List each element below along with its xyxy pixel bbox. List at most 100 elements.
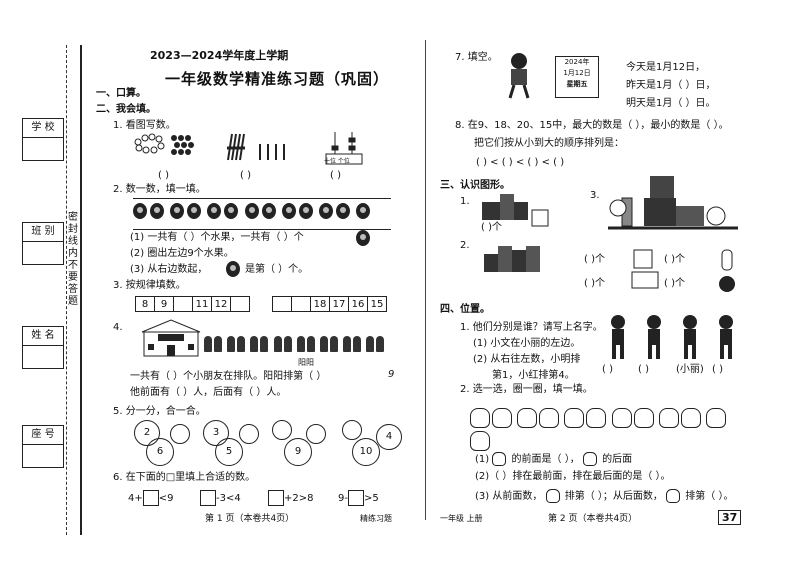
seq-cell: 9 bbox=[154, 296, 174, 312]
seq-cell: 12 bbox=[211, 296, 231, 312]
sequence-1: 8 9 11 12 bbox=[135, 296, 250, 312]
sheep-icon bbox=[633, 408, 654, 428]
year-line: 2023—2024学年度上学期 bbox=[150, 49, 289, 62]
fruit-icon bbox=[261, 203, 276, 219]
fruit-icon bbox=[356, 203, 371, 219]
kid-name-4[interactable]: ( ) bbox=[712, 364, 723, 375]
q2-line-3: (3) 从右边数起， bbox=[130, 264, 208, 275]
school-building-icon bbox=[141, 319, 201, 357]
q1-blank-2[interactable]: ( ) bbox=[240, 170, 251, 181]
p2-c-text: 排第（ ）；从后面数， bbox=[564, 491, 663, 502]
seq-cell: 17 bbox=[329, 296, 349, 312]
p1-line-a: (1) 小文在小丽的左边。 bbox=[473, 338, 581, 349]
split-blank-1[interactable] bbox=[170, 424, 190, 444]
q6-item-2: -3<4 bbox=[200, 490, 241, 507]
seq-blank[interactable] bbox=[173, 296, 193, 312]
seq-cell: 15 bbox=[367, 296, 387, 312]
seq-cell: 16 bbox=[348, 296, 368, 312]
seal-text: 密封线内不要答题 bbox=[68, 212, 78, 307]
monkey-icon bbox=[492, 452, 507, 466]
split-blank-4[interactable] bbox=[306, 424, 326, 444]
p2-a-tail: 的后面 bbox=[602, 454, 633, 465]
p2-a-text: 的前面是（ ）， bbox=[511, 454, 580, 465]
q2-line-2: (2) 圈出左边9个水果。 bbox=[130, 248, 234, 259]
split-blank-2[interactable] bbox=[239, 424, 259, 444]
fruit-icon bbox=[335, 203, 350, 219]
q4-line-2: 他前面有（ ）人，后面有（ ）人。 bbox=[130, 387, 287, 398]
seat-label: 座 号 bbox=[23, 426, 63, 445]
kid-icon bbox=[283, 336, 292, 352]
section-1: 一、口算。 bbox=[96, 88, 146, 99]
p2-c-prefix: (3) 从前面数， bbox=[475, 491, 543, 502]
q7-line-3: 明天是1月（ ）日。 bbox=[626, 98, 716, 109]
footer-page-1: 第 1 页（本卷共4页） bbox=[205, 514, 295, 524]
p2-a-prefix: (1) bbox=[475, 454, 490, 465]
kid-name-2[interactable]: ( ) bbox=[638, 364, 649, 375]
split-bottom-4: 10 bbox=[352, 438, 380, 466]
footer-grade: 一年级 上册 bbox=[440, 514, 483, 523]
fruit-icon bbox=[298, 203, 313, 219]
kid-icon bbox=[353, 336, 362, 352]
yangyang-label: 阳阳 bbox=[298, 358, 314, 367]
shapes-3-blank-3[interactable]: ( )个 bbox=[664, 254, 685, 265]
shapes-1-blank[interactable]: ( )个 bbox=[481, 222, 502, 233]
page-divider bbox=[425, 40, 426, 520]
p1-line-b: (2) 从右往左数，小明排 bbox=[473, 354, 581, 365]
fruit-row bbox=[133, 198, 391, 230]
calendar-date: 1月12日 bbox=[563, 69, 591, 77]
school-field[interactable]: 学 校 bbox=[22, 118, 64, 161]
page-title: 一年级数学精准练习题（巩固） bbox=[165, 70, 390, 88]
q6-item-3: +2>8 bbox=[268, 490, 313, 507]
abacus-label: 十位 个位 bbox=[324, 158, 350, 165]
q6-box[interactable] bbox=[268, 490, 284, 506]
p1-line-c: 第1，小红排第4。 bbox=[492, 370, 575, 381]
name-field[interactable]: 姓 名 bbox=[22, 326, 64, 369]
kid-icon bbox=[319, 336, 328, 352]
q6-text: +2>8 bbox=[284, 493, 314, 504]
q6-box[interactable] bbox=[347, 490, 364, 506]
split-blank-3[interactable] bbox=[272, 420, 292, 440]
binding-strip: 学 校 班 别 姓 名 座 号 密封线内不要答题 bbox=[0, 0, 88, 561]
calendar-weekday: 星期五 bbox=[566, 80, 588, 88]
cat-icon bbox=[517, 408, 538, 428]
q4-handwritten-mark: 9 bbox=[388, 369, 395, 380]
q6-box[interactable] bbox=[200, 490, 216, 506]
q2-line-3b: 是第（ ）个。 bbox=[245, 264, 309, 275]
kid-name-1[interactable]: ( ) bbox=[602, 364, 613, 375]
p2-line-b: (2)（ ）排在最前面，排在最后面的是（ ）。 bbox=[475, 471, 671, 482]
boy-figure-icon bbox=[508, 53, 530, 99]
class-field[interactable]: 班 别 bbox=[22, 222, 64, 265]
seq-blank[interactable] bbox=[230, 296, 250, 312]
split-blank-5[interactable] bbox=[342, 420, 362, 440]
section-4: 四、位置。 bbox=[440, 304, 490, 315]
q2-label: 2. 数一数，填一填。 bbox=[113, 184, 206, 195]
kangaroo-icon bbox=[470, 431, 490, 451]
seat-field[interactable]: 座 号 bbox=[22, 425, 64, 468]
p2-c-tail: 排第（ ）。 bbox=[685, 491, 734, 502]
kid-icon bbox=[366, 336, 375, 352]
q1-blank-1[interactable]: ( ) bbox=[158, 170, 169, 181]
shapes-3-blank-1[interactable]: ( )个 bbox=[584, 254, 605, 265]
shapes-3-blank-4[interactable]: ( )个 bbox=[664, 278, 685, 289]
block-stack-1 bbox=[482, 194, 549, 227]
shapes-3-blank-2[interactable]: ( )个 bbox=[584, 278, 605, 289]
kid-icon bbox=[204, 336, 212, 352]
q3-label: 3. 按规律填数。 bbox=[113, 280, 186, 291]
kid-icon bbox=[237, 336, 246, 352]
seq-blank[interactable] bbox=[272, 296, 292, 312]
footer-page-2: 第 2 页（本卷共4页） bbox=[548, 514, 638, 524]
kid-icon bbox=[214, 336, 222, 352]
seq-blank[interactable] bbox=[291, 296, 311, 312]
q6-text: 4+ bbox=[128, 493, 143, 504]
fruit-icon bbox=[170, 203, 185, 219]
q6-box[interactable] bbox=[142, 490, 159, 506]
kid-icon bbox=[343, 336, 352, 352]
apple-icon bbox=[226, 261, 240, 277]
q8-order[interactable]: ( ) < ( ) < ( ) < ( ) bbox=[476, 157, 565, 168]
q1-figures bbox=[134, 132, 363, 165]
sequence-2: 18 17 16 15 bbox=[272, 296, 387, 312]
q8-line-2: 把它们按从小到大的顺序排列是： bbox=[474, 138, 624, 149]
q1-blank-3[interactable]: ( ) bbox=[330, 170, 341, 181]
four-kids bbox=[611, 315, 733, 359]
kid-icon bbox=[273, 336, 282, 352]
